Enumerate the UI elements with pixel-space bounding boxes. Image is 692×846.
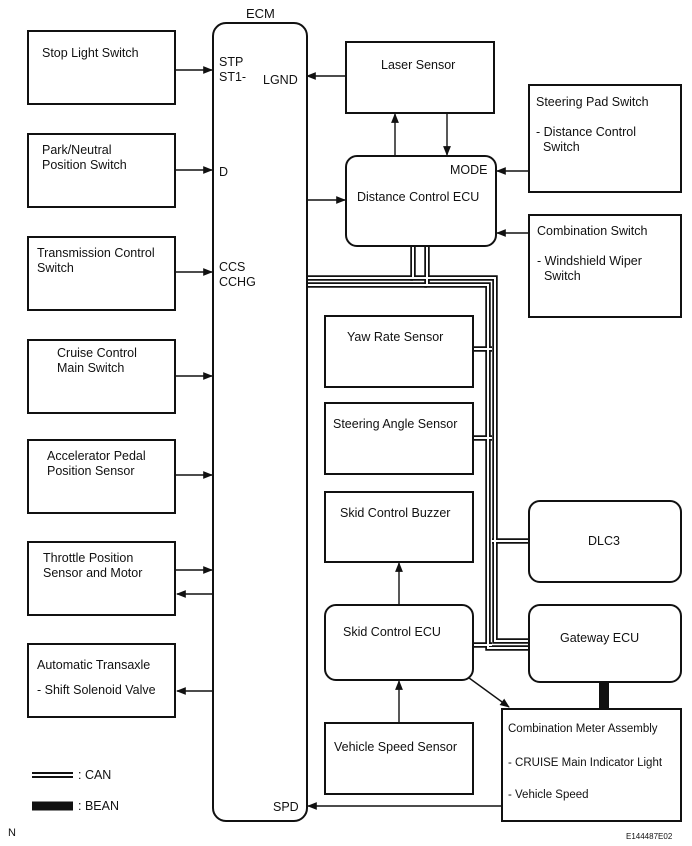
can-bus <box>307 247 528 651</box>
combination-switch-label: Combination Switch <box>537 224 648 238</box>
dlc3-box: DLC3 <box>528 500 682 583</box>
cruise-indicator-label: - CRUISE Main Indicator Light <box>508 757 663 769</box>
dlc3-label: DLC3 <box>588 534 620 548</box>
combination-switch-box: Combination Switch - Windshield Wiper Sw… <box>528 214 682 318</box>
steering-angle-sensor-label: Steering Angle Sensor <box>333 417 458 431</box>
skid-ecu-to-meter-arrow <box>464 674 510 708</box>
steering-pad-switch-box: Steering Pad Switch - Distance Control S… <box>528 84 682 193</box>
skid-control-buzzer-box: Skid Control Buzzer <box>324 491 474 563</box>
windshield-wiper-switch-label: - Windshield Wiper Switch <box>537 254 642 283</box>
gateway-ecu-box: Gateway ECU <box>528 604 682 683</box>
vehicle-speed-sensor-label: Vehicle Speed Sensor <box>334 740 458 754</box>
ecm-pin-lgnd: LGND <box>263 73 298 87</box>
accelerator-pedal-sensor-box: Accelerator Pedal Position Sensor <box>27 439 176 514</box>
shift-solenoid-valve-label: - Shift Solenoid Valve <box>37 683 156 697</box>
legend-can-label: : CAN <box>78 768 112 782</box>
legend-bean-label: : BEAN <box>78 799 119 813</box>
cruise-main-switch-box: Cruise Control Main Switch <box>27 339 176 414</box>
transmission-control-switch-box: Transmission Control Switch <box>27 236 176 311</box>
distance-control-ecu-box: MODE Distance Control ECU <box>345 155 497 247</box>
ecm-title: ECM <box>246 6 275 21</box>
automatic-transaxle-label: Automatic Transaxle <box>37 658 151 672</box>
park-neutral-switch-label: Park/Neutral Position Switch <box>42 143 127 172</box>
mode-pin-label: MODE <box>450 163 488 177</box>
ecm-pin-st1: ST1- <box>219 70 247 84</box>
vehicle-speed-sensor-box: Vehicle Speed Sensor <box>324 722 474 795</box>
skid-control-ecu-label: Skid Control ECU <box>343 625 441 639</box>
ecm-pin-ccs: CCS <box>219 260 246 274</box>
transmission-control-switch-label: Transmission Control Switch <box>37 246 155 275</box>
ecm-pin-spd: SPD <box>273 800 299 814</box>
distance-control-switch-label: - Distance Control Switch <box>536 125 637 154</box>
yaw-rate-sensor-box: Yaw Rate Sensor <box>324 315 474 388</box>
combination-meter-label: Combination Meter Assembly <box>508 723 658 735</box>
skid-control-ecu-box: Skid Control ECU <box>324 604 474 681</box>
steering-pad-switch-label: Steering Pad Switch <box>536 95 649 109</box>
steering-angle-sensor-box: Steering Angle Sensor <box>324 402 474 475</box>
skid-control-buzzer-label: Skid Control Buzzer <box>340 506 451 520</box>
laser-sensor-box: Laser Sensor <box>345 41 495 114</box>
figure-code: E144487E02 <box>626 832 673 841</box>
park-neutral-switch-box: Park/Neutral Position Switch <box>27 133 176 208</box>
distance-control-ecu-label: Distance Control ECU <box>357 190 480 204</box>
gateway-ecu-label: Gateway ECU <box>560 631 640 645</box>
yaw-rate-sensor-label: Yaw Rate Sensor <box>347 330 444 344</box>
ecm-pin-cchg: CCHG <box>219 275 256 289</box>
stop-light-switch-box: Stop Light Switch <box>27 30 176 105</box>
ecm-box <box>212 22 308 822</box>
cruise-main-switch-label: Cruise Control Main Switch <box>57 346 137 375</box>
combination-meter-box: Combination Meter Assembly - CRUISE Main… <box>501 708 682 822</box>
accelerator-pedal-sensor-label: Accelerator Pedal Position Sensor <box>47 449 146 478</box>
vehicle-speed-label: - Vehicle Speed <box>508 789 589 801</box>
throttle-position-sensor-box: Throttle Position Sensor and Motor <box>27 541 176 616</box>
north-mark: N <box>8 827 16 839</box>
automatic-transaxle-box: Automatic Transaxle - Shift Solenoid Val… <box>27 643 176 718</box>
ecm-pin-stp: STP <box>219 55 244 69</box>
throttle-position-sensor-label: Throttle Position Sensor and Motor <box>43 551 143 580</box>
laser-sensor-label: Laser Sensor <box>381 58 456 72</box>
stop-light-switch-label: Stop Light Switch <box>42 46 139 60</box>
ecm-pin-d: D <box>219 165 229 179</box>
